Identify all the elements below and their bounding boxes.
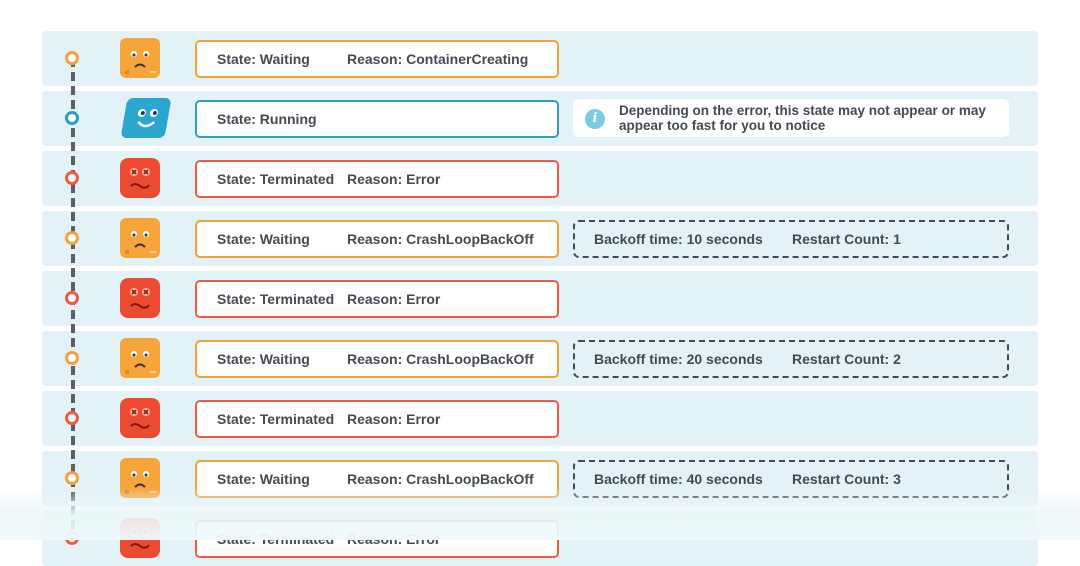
- restart-count-label: Restart Count: 3: [792, 471, 901, 487]
- state-label: State: Running: [217, 111, 317, 127]
- reason-label: Reason: CrashLoopBackOff: [347, 471, 534, 487]
- timeline-node: [65, 411, 79, 425]
- state-box: State: Terminated Reason: Error: [195, 160, 559, 198]
- info-note-text: Depending on the error, this state may n…: [619, 103, 986, 133]
- dizzy-red-face-icon: [120, 158, 160, 198]
- timeline-node: [65, 291, 79, 305]
- timeline-row-terminated: State: Terminated Reason: Error: [42, 151, 1038, 206]
- backoff-time-label: Backoff time: 40 seconds: [594, 471, 763, 487]
- timeline-node: [65, 351, 79, 365]
- happy-blue-face-icon: [120, 98, 172, 138]
- reason-label: Reason: CrashLoopBackOff: [347, 231, 534, 247]
- timeline-node: [65, 171, 79, 185]
- backoff-time-label: Backoff time: 10 seconds: [594, 231, 763, 247]
- timeline-node: [65, 111, 79, 125]
- backoff-box: Backoff time: 10 seconds Restart Count: …: [573, 220, 1009, 258]
- timeline-node: [65, 51, 79, 65]
- timeline-row-terminated: State: Terminated Reason: Error: [42, 271, 1038, 326]
- worried-orange-face-icon: [120, 38, 160, 78]
- restart-count-label: Restart Count: 2: [792, 351, 901, 367]
- worried-orange-face-icon: [120, 338, 160, 378]
- info-icon: i: [585, 109, 605, 129]
- dizzy-red-face-icon: [120, 398, 160, 438]
- timeline-row-waiting: State: Waiting Reason: CrashLoopBackOff …: [42, 331, 1038, 386]
- state-label: State: Waiting: [217, 471, 310, 487]
- reason-label: Reason: Error: [347, 171, 441, 187]
- timeline-node: [65, 231, 79, 245]
- timeline-node: [65, 471, 79, 485]
- info-note: i Depending on the error, this state may…: [573, 99, 1009, 137]
- bottom-fade-overlay: [0, 488, 1080, 540]
- timeline-row-waiting: State: Waiting Reason: CrashLoopBackOff …: [42, 211, 1038, 266]
- state-label: State: Waiting: [217, 231, 310, 247]
- timeline-row-terminated: State: Terminated Reason: Error: [42, 391, 1038, 446]
- state-label: State: Terminated: [217, 411, 335, 427]
- state-label: State: Terminated: [217, 171, 335, 187]
- state-box: State: Terminated Reason: Error: [195, 280, 559, 318]
- reason-label: Reason: Error: [347, 411, 441, 427]
- state-label: State: Waiting: [217, 351, 310, 367]
- reason-label: Reason: Error: [347, 291, 441, 307]
- restart-count-label: Restart Count: 1: [792, 231, 901, 247]
- timeline-row-running: State: Running i Depending on the error,…: [42, 91, 1038, 146]
- worried-orange-face-icon: [120, 218, 160, 258]
- state-box: State: Running: [195, 100, 559, 138]
- state-label: State: Terminated: [217, 291, 335, 307]
- timeline-row-waiting: State: Waiting Reason: ContainerCreating: [42, 31, 1038, 86]
- state-box: State: Waiting Reason: ContainerCreating: [195, 40, 559, 78]
- state-box: State: Waiting Reason: CrashLoopBackOff: [195, 340, 559, 378]
- backoff-box: Backoff time: 20 seconds Restart Count: …: [573, 340, 1009, 378]
- backoff-time-label: Backoff time: 20 seconds: [594, 351, 763, 367]
- state-box: State: Waiting Reason: CrashLoopBackOff: [195, 220, 559, 258]
- reason-label: Reason: ContainerCreating: [347, 51, 529, 67]
- reason-label: Reason: CrashLoopBackOff: [347, 351, 534, 367]
- state-label: State: Waiting: [217, 51, 310, 67]
- dizzy-red-face-icon: [120, 278, 160, 318]
- state-box: State: Terminated Reason: Error: [195, 400, 559, 438]
